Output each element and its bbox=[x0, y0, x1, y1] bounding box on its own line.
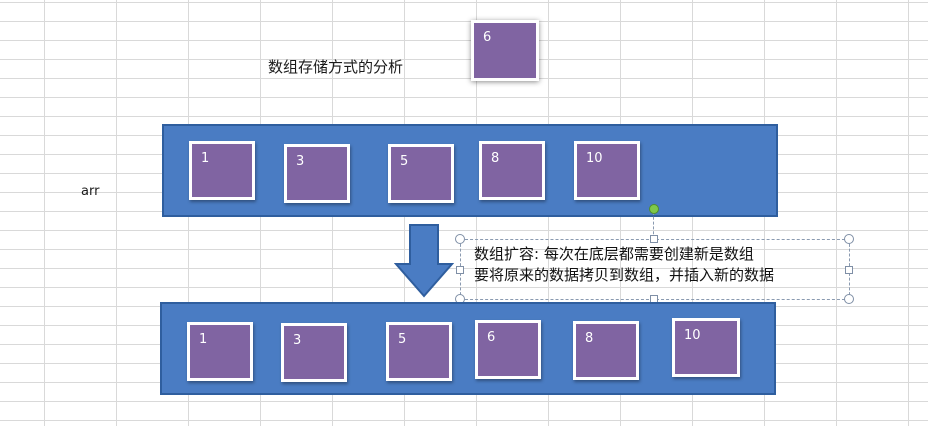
array-cell: 6 bbox=[475, 320, 541, 379]
array-cell-value: 1 bbox=[201, 151, 210, 166]
array-cell-value: 6 bbox=[487, 330, 496, 345]
note-line-2: 要将原来的数据拷贝到数组，并插入新的数据 bbox=[474, 266, 775, 284]
array-cell: 3 bbox=[284, 144, 350, 203]
array-cell: 5 bbox=[386, 322, 452, 381]
resize-handle-top-right[interactable] bbox=[844, 234, 854, 244]
array-cell-value: 5 bbox=[400, 154, 409, 169]
array-cell: 1 bbox=[189, 141, 255, 200]
array-cell-value: 3 bbox=[293, 333, 302, 348]
array-cell-value: 10 bbox=[684, 328, 701, 343]
new-element-value: 6 bbox=[483, 30, 492, 45]
array-cell: 8 bbox=[479, 141, 545, 200]
rotation-connector bbox=[653, 212, 654, 239]
array-cell-value: 3 bbox=[296, 154, 305, 169]
resize-handle-left[interactable] bbox=[456, 266, 464, 274]
original-array-panel: 1 3 5 8 10 bbox=[162, 124, 778, 217]
diagram-title: 数组存储方式的分析 bbox=[268, 58, 404, 76]
array-cell-value: 8 bbox=[585, 331, 594, 346]
rotation-handle[interactable] bbox=[649, 204, 659, 214]
array-cell: 5 bbox=[388, 144, 454, 203]
array-cell: 8 bbox=[573, 321, 639, 380]
array-cell: 10 bbox=[574, 141, 640, 200]
resize-handle-bottom-right[interactable] bbox=[844, 294, 854, 304]
note-line-1: 数组扩容: 每次在底层都需要创建新是数组 bbox=[474, 245, 754, 263]
array-variable-label: arr bbox=[81, 184, 100, 199]
resize-handle-top-left[interactable] bbox=[455, 234, 465, 244]
array-cell: 3 bbox=[281, 323, 347, 382]
array-cell-value: 1 bbox=[199, 332, 208, 347]
new-element-cell: 6 bbox=[471, 20, 539, 81]
note-text: 数组扩容: 每次在底层都需要创建新是数组 要将原来的数据拷贝到数组，并插入新的数… bbox=[474, 244, 774, 286]
array-cell: 10 bbox=[672, 318, 740, 377]
array-cell: 1 bbox=[187, 322, 253, 381]
resize-handle-top[interactable] bbox=[650, 235, 658, 243]
array-cell-value: 5 bbox=[398, 332, 407, 347]
down-arrow-icon bbox=[394, 224, 454, 298]
array-cell-value: 10 bbox=[586, 151, 603, 166]
array-cell-value: 8 bbox=[491, 151, 500, 166]
resize-handle-right[interactable] bbox=[845, 266, 853, 274]
expanded-array-panel: 1 3 5 6 8 10 bbox=[160, 302, 776, 395]
